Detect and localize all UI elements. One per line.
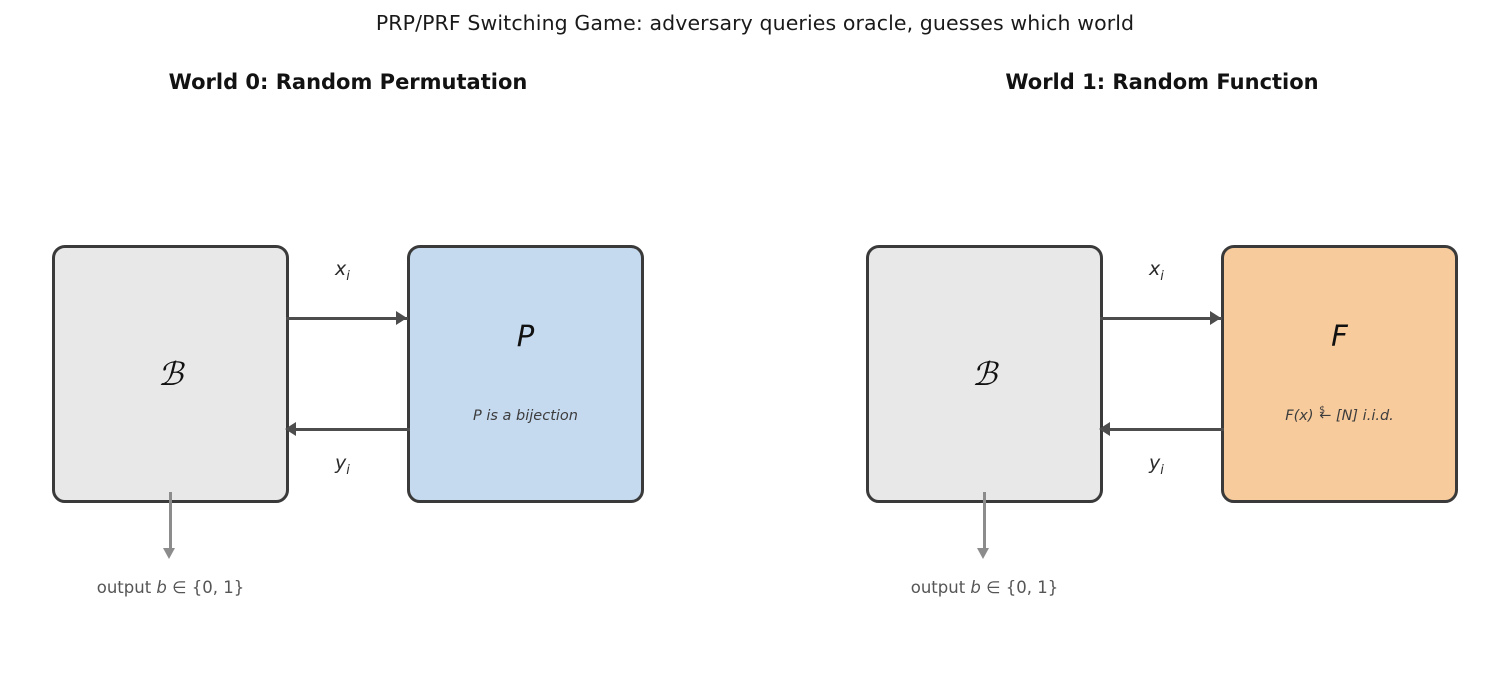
oracle-label-function: F bbox=[1331, 319, 1348, 353]
response-arrow-line-world1 bbox=[1102, 428, 1224, 431]
response-label-sub-world1: i bbox=[1160, 462, 1164, 478]
query-label-base-world1: x bbox=[1149, 258, 1161, 280]
oracle-sublabel-function: F(x) $← [N] i.i.d. bbox=[1224, 405, 1455, 424]
oracle-sublabel-pre: F(x) bbox=[1285, 408, 1319, 424]
panel-heading-world1: World 1: Random Function bbox=[1005, 70, 1319, 94]
adversary-box-world0: ℬ bbox=[52, 245, 289, 503]
response-arrow-head-world1 bbox=[1099, 422, 1110, 436]
output-label-world0: output b ∈ {0, 1} bbox=[52, 578, 289, 597]
oracle-label-permutation: P bbox=[516, 319, 535, 353]
query-arrow-line-world0 bbox=[286, 317, 408, 320]
response-label-base-world1: y bbox=[1149, 452, 1161, 474]
output-suffix-world1: ∈ {0, 1} bbox=[980, 578, 1059, 597]
figure-title: PRP/PRF Switching Game: adversary querie… bbox=[375, 11, 1135, 35]
query-arrow-head-world0 bbox=[396, 311, 407, 325]
output-arrow-line-world0 bbox=[169, 492, 172, 550]
oracle-box-permutation: P P is a bijection bbox=[407, 245, 644, 503]
output-label-world1: output b ∈ {0, 1} bbox=[866, 578, 1103, 597]
output-prefix-world1: output bbox=[910, 578, 971, 597]
output-suffix-world0: ∈ {0, 1} bbox=[166, 578, 245, 597]
query-arrow-head-world1 bbox=[1210, 311, 1221, 325]
query-arrow-line-world1 bbox=[1100, 317, 1222, 320]
query-label-sub-world0: i bbox=[346, 268, 350, 284]
response-label-world0: yi bbox=[335, 452, 350, 478]
output-var-world0: b bbox=[156, 578, 167, 597]
response-label-sub-world0: i bbox=[346, 462, 350, 478]
query-label-base-world0: x bbox=[335, 258, 347, 280]
output-arrow-line-world1 bbox=[983, 492, 986, 550]
output-arrow-head-world0 bbox=[163, 548, 175, 559]
output-prefix-world0: output bbox=[96, 578, 157, 597]
panel-heading-world0: World 0: Random Permutation bbox=[168, 70, 528, 94]
output-var-world1: b bbox=[970, 578, 981, 597]
output-arrow-head-world1 bbox=[977, 548, 989, 559]
query-label-world0: xi bbox=[335, 258, 350, 284]
response-label-base-world0: y bbox=[335, 452, 347, 474]
adversary-label-world1: ℬ bbox=[971, 355, 998, 393]
oracle-sublabel-arrow: ← bbox=[1319, 408, 1332, 424]
adversary-box-world1: ℬ bbox=[866, 245, 1103, 503]
response-label-world1: yi bbox=[1149, 452, 1164, 478]
oracle-sublabel-post: [N] i.i.d. bbox=[1331, 408, 1394, 424]
query-label-world1: xi bbox=[1149, 258, 1164, 284]
adversary-label-world0: ℬ bbox=[157, 355, 184, 393]
oracle-box-function: F F(x) $← [N] i.i.d. bbox=[1221, 245, 1458, 503]
response-arrow-line-world0 bbox=[288, 428, 410, 431]
response-arrow-head-world0 bbox=[285, 422, 296, 436]
oracle-sublabel-permutation: P is a bijection bbox=[473, 408, 578, 424]
oracle-sublabel-dollar: $ bbox=[1319, 405, 1326, 416]
query-label-sub-world1: i bbox=[1160, 268, 1164, 284]
